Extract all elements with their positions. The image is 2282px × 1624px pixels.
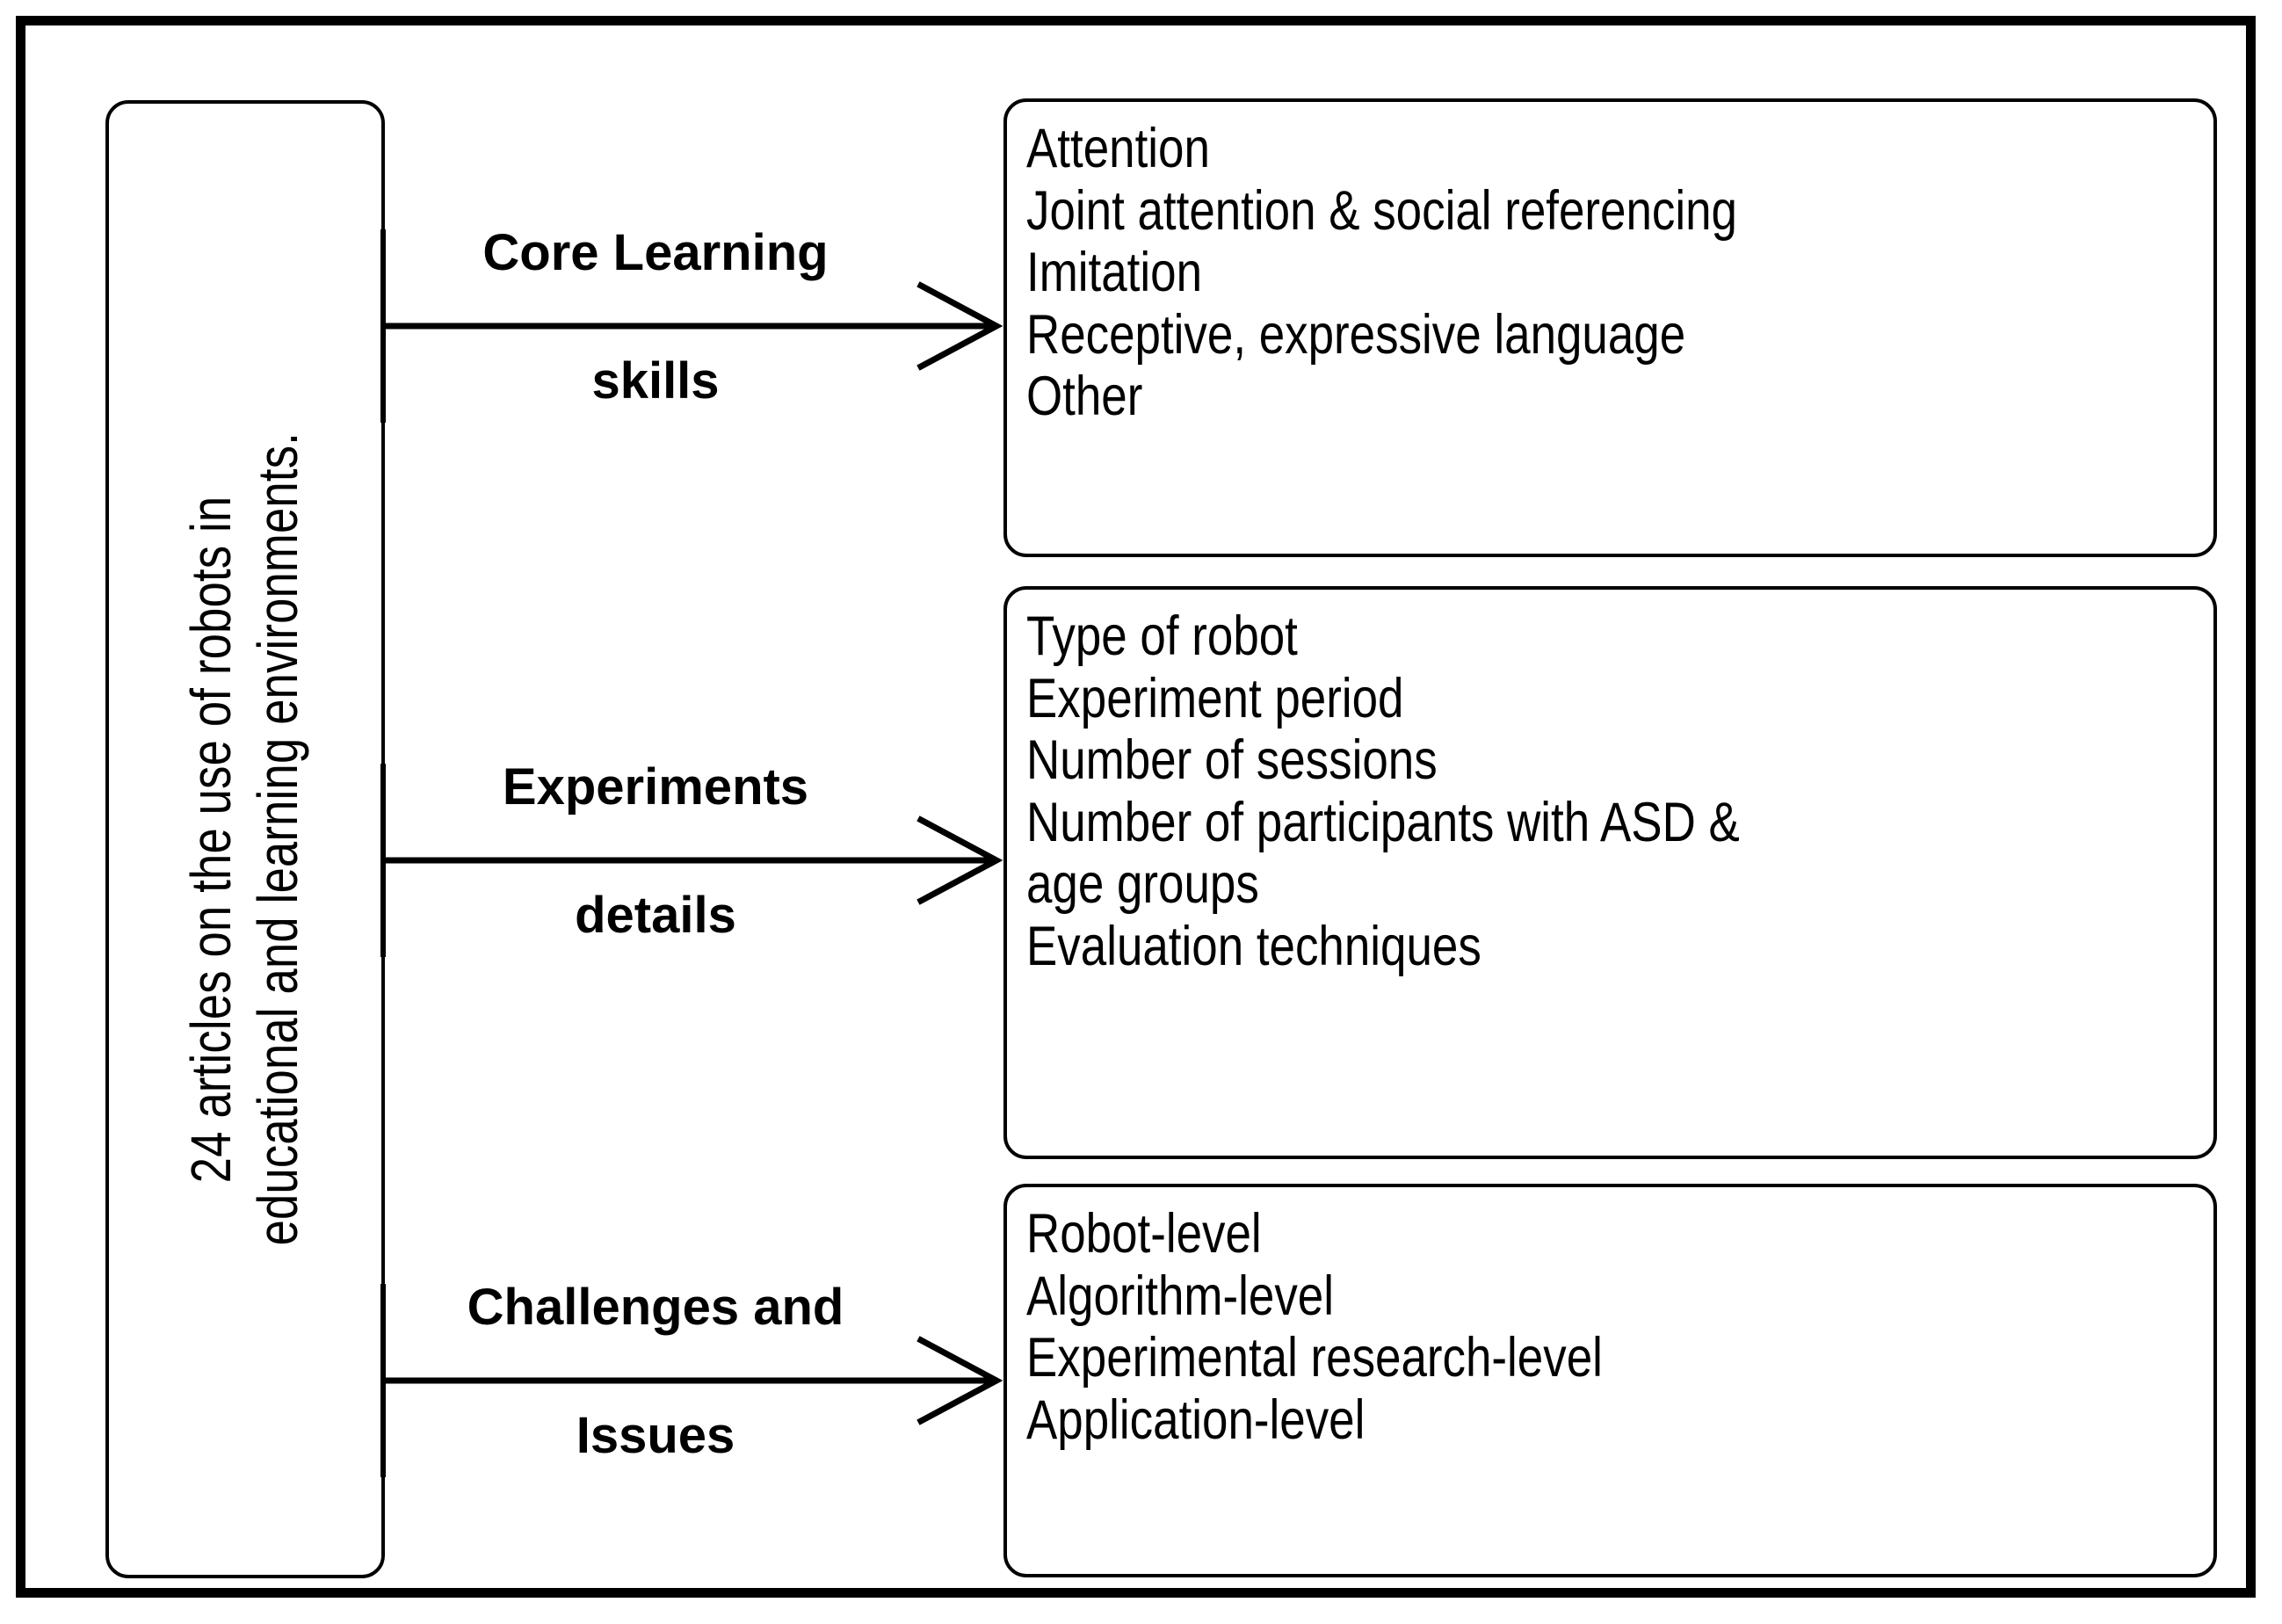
list-item: Receptive, expressive language: [1026, 303, 1686, 366]
connector-label-experiments-details-line1: Experiments: [502, 758, 809, 816]
list-item: Attention: [1026, 118, 1210, 179]
list-item: Experimental research-level: [1026, 1327, 1603, 1389]
connector-label-core-learning-skills-line1: Core Learning: [482, 224, 829, 281]
list-item: Experiment period: [1026, 667, 1404, 729]
connector-experiments-details: Experiments details: [380, 755, 1003, 966]
list-item: Imitation: [1026, 242, 1203, 304]
category-box-challenges-and-issues: Robot-level Algorithm-level Experimental…: [1003, 1184, 2217, 1577]
list-item: Joint attention & social referencing: [1026, 179, 1737, 242]
list-item: Evaluation techniques: [1026, 915, 1481, 977]
arrow-experiments-details: [380, 764, 1003, 957]
category-box-core-learning-skills: Attention Joint attention & social refer…: [1003, 98, 2217, 557]
list-item: Algorithm-level: [1026, 1265, 1334, 1327]
list-item: Robot-level: [1026, 1203, 1262, 1265]
source-corpus-line-2: educational and learning environments.: [246, 432, 309, 1246]
category-box-experiments-details: Type of robot Experiment period Number o…: [1003, 586, 2217, 1159]
list-item: Other: [1026, 366, 1143, 428]
arrow-core-learning-skills: [380, 229, 1003, 423]
list-item: Number of participants with ASD & age gr…: [1026, 791, 1740, 916]
list-item: Application-level: [1026, 1388, 1366, 1451]
arrow-challenges-and-issues: [380, 1284, 1003, 1477]
connector-label-challenges-and-issues-line2: Issues: [576, 1407, 735, 1464]
connector-challenges-and-issues: Challenges and Issues: [380, 1275, 1003, 1486]
connector-label-experiments-details-line2: details: [575, 887, 736, 944]
list-item: Type of robot: [1026, 605, 1298, 667]
source-corpus-line-1: 24 articles on the use of robots in: [179, 496, 243, 1183]
connector-label-core-learning-skills-line2: skills: [591, 352, 720, 410]
connector-core-learning-skills: Core Learning skills: [380, 221, 1003, 431]
source-corpus-box: 24 articles on the use of robots in educ…: [105, 100, 385, 1578]
connector-label-challenges-and-issues-line1: Challenges and: [467, 1279, 844, 1336]
outer-frame: 24 articles on the use of robots in educ…: [16, 16, 2256, 1598]
source-corpus-rotated-text: 24 articles on the use of robots in educ…: [113, 110, 377, 1569]
list-item: Number of sessions: [1026, 729, 1438, 792]
